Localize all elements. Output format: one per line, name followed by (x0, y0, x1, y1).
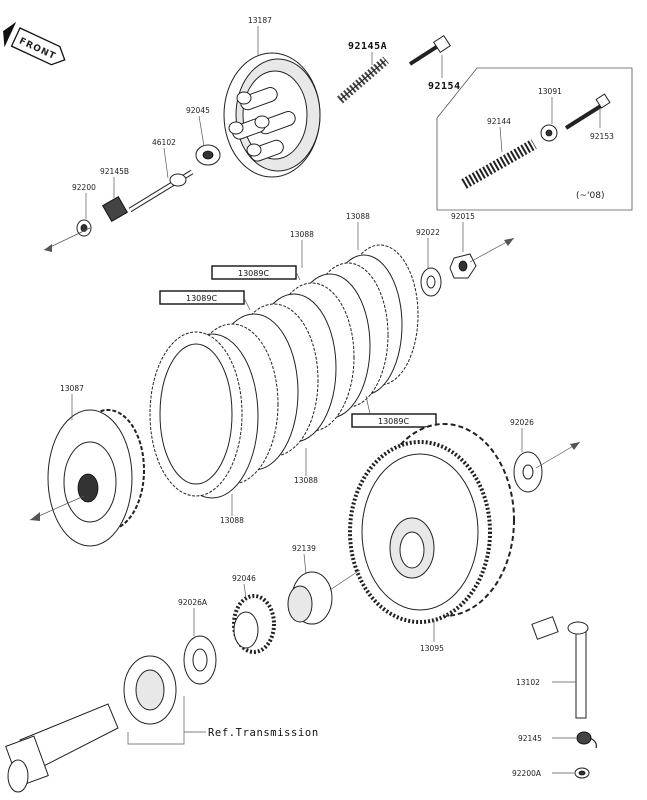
bearing-92045 (195, 144, 221, 166)
callout-92026A: 92026A (178, 598, 208, 607)
callout-13187: 13187 (248, 16, 272, 25)
washer-92026A (183, 635, 217, 685)
callout-13088-low: 13088 (294, 476, 318, 485)
pressure-plate-13187 (223, 52, 321, 178)
bolt-92153 (564, 93, 611, 130)
callout-92200A: 92200A (512, 769, 542, 778)
svg-text:13089C: 13089C (186, 294, 217, 303)
front-direction-badge: FRONT (3, 21, 66, 66)
washer-92026 (513, 451, 543, 493)
callout-13088-bot: 13088 (220, 516, 244, 525)
callout-92145: 92145 (518, 734, 542, 743)
boxed-callout-13089C-b: 13089C (159, 290, 245, 305)
boxed-callout-13089C-c: 13089C (351, 413, 437, 428)
sleeve-92139 (287, 571, 333, 625)
ref-transmission-note: Ref.Transmission (208, 727, 319, 739)
spring-92145 (576, 731, 597, 749)
svg-text:13089C: 13089C (238, 269, 269, 278)
callout-13088-top: 13088 (346, 212, 370, 221)
svg-text:13089C: 13089C (378, 417, 409, 426)
callout-92015: 92015 (451, 212, 475, 221)
release-shaft-13102 (531, 616, 589, 719)
callout-92200: 92200 (72, 183, 96, 192)
spring-92145B (102, 196, 128, 222)
callout-92046: 92046 (232, 574, 256, 583)
callout-46102: 46102 (152, 138, 176, 147)
washer-92022 (420, 267, 442, 297)
washer-92200 (76, 219, 92, 237)
spring-92144 (461, 139, 537, 189)
variant-box (436, 67, 633, 211)
callout-92145A: 92145A (348, 41, 387, 52)
callout-92153: 92153 (590, 132, 614, 141)
nut-92015 (449, 253, 477, 279)
transmission-shaft-ref (5, 655, 177, 793)
callout-13088-mid: 13088 (290, 230, 314, 239)
callout-13091: 13091 (538, 87, 562, 96)
callout-92154: 92154 (428, 81, 461, 92)
variant-note: (~'08) (576, 191, 605, 201)
clutch-housing-13095 (348, 423, 515, 624)
callout-92045: 92045 (186, 106, 210, 115)
needle-bearing-92046 (232, 594, 276, 654)
callout-13087: 13087 (60, 384, 84, 393)
callout-92139: 92139 (292, 544, 316, 553)
clutch-hub-13087 (47, 409, 145, 547)
push-rod-46102 (128, 169, 194, 213)
clutch-plate-stack (149, 244, 419, 499)
callout-92022: 92022 (416, 228, 440, 237)
callout-92145B: 92145B (100, 167, 129, 176)
bolt-92154 (408, 35, 451, 66)
washer-13091 (540, 124, 558, 142)
spring-92145A (337, 56, 389, 104)
callout-92026: 92026 (510, 418, 534, 427)
callout-13102: 13102 (516, 678, 540, 687)
washer-92200A (574, 767, 590, 779)
callout-13095: 13095 (420, 644, 444, 653)
callout-92144: 92144 (487, 117, 511, 126)
boxed-callout-13089C-a: 13089C (211, 265, 297, 280)
